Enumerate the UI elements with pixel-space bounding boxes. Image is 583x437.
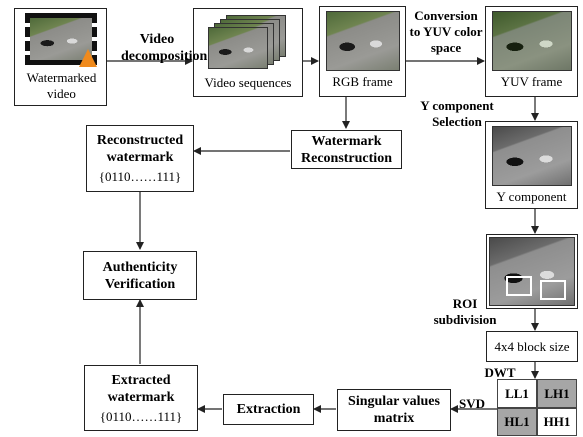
- y-component-label: Y component: [496, 189, 567, 204]
- rgb-frame-label: RGB frame: [332, 74, 393, 89]
- edge-label-y-selection: Y component Selection: [420, 98, 494, 129]
- singular-values-node: Singular values matrix: [337, 389, 451, 431]
- extraction-label: Extraction: [236, 402, 301, 417]
- rgb-frame-image: [326, 11, 400, 71]
- reconstructed-watermark-title: Reconstructed watermark: [96, 133, 184, 165]
- extracted-watermark-node: Extracted watermark {0110……111}: [84, 365, 198, 431]
- watermarked-video-node: Watermarked video: [14, 8, 107, 106]
- watermark-reconstruction-node: Watermark Reconstruction: [291, 130, 402, 169]
- singular-values-label: Singular values matrix: [348, 394, 440, 426]
- y-component-node: Y component: [485, 121, 578, 209]
- authenticity-verification-label: Authenticity Verification: [102, 259, 178, 292]
- watermarked-video-label: Watermarked video: [26, 70, 97, 101]
- rgb-frame-node: RGB frame: [319, 6, 406, 97]
- extracted-watermark-title: Extracted watermark: [107, 372, 175, 405]
- edge-label-video-decomposition: Video decomposition: [121, 32, 208, 64]
- subband-lh1: LH1: [537, 379, 577, 408]
- video-sequences-node: Video sequences: [193, 8, 303, 97]
- authenticity-verification-node: Authenticity Verification: [83, 251, 197, 300]
- frame-stack: [208, 15, 292, 73]
- edge-label-dwt: DWT: [484, 365, 516, 380]
- subband-hl1: HL1: [497, 408, 537, 436]
- extraction-node: Extraction: [223, 394, 314, 425]
- roi-node: [486, 234, 578, 309]
- roi-rectangle-right: [540, 280, 566, 300]
- extracted-watermark-bits: {0110……111}: [99, 408, 183, 424]
- edge-label-svd: SVD: [458, 396, 485, 411]
- reconstructed-watermark-bits: {0110……111}: [98, 169, 182, 184]
- yuv-frame-label: YUV frame: [500, 74, 563, 89]
- yuv-frame-image: [492, 11, 572, 71]
- watermark-reconstruction-label: Watermark Reconstruction: [301, 133, 392, 166]
- stacked-frame: [208, 27, 268, 69]
- reconstructed-watermark-node: Reconstructed watermark {0110……111}: [86, 125, 194, 192]
- edge-label-roi-subdivision: ROI subdivision: [433, 296, 497, 327]
- yuv-frame-node: YUV frame: [485, 6, 578, 97]
- subband-hh1: HH1: [537, 408, 577, 436]
- block-size-node: 4x4 block size: [486, 331, 578, 362]
- roi-image: [489, 237, 575, 306]
- edge-label-conversion-yuv: Conversion to YUV color space: [409, 8, 483, 55]
- y-component-image: [492, 126, 572, 186]
- roi-rectangle-left: [506, 276, 532, 296]
- vlc-cone-icon: [79, 49, 97, 67]
- video-sequences-label: Video sequences: [204, 75, 292, 90]
- subband-ll1: LL1: [497, 379, 537, 408]
- block-size-label: 4x4 block size: [494, 338, 570, 354]
- dwt-subband-grid: LL1 LH1 HL1 HH1: [497, 379, 577, 436]
